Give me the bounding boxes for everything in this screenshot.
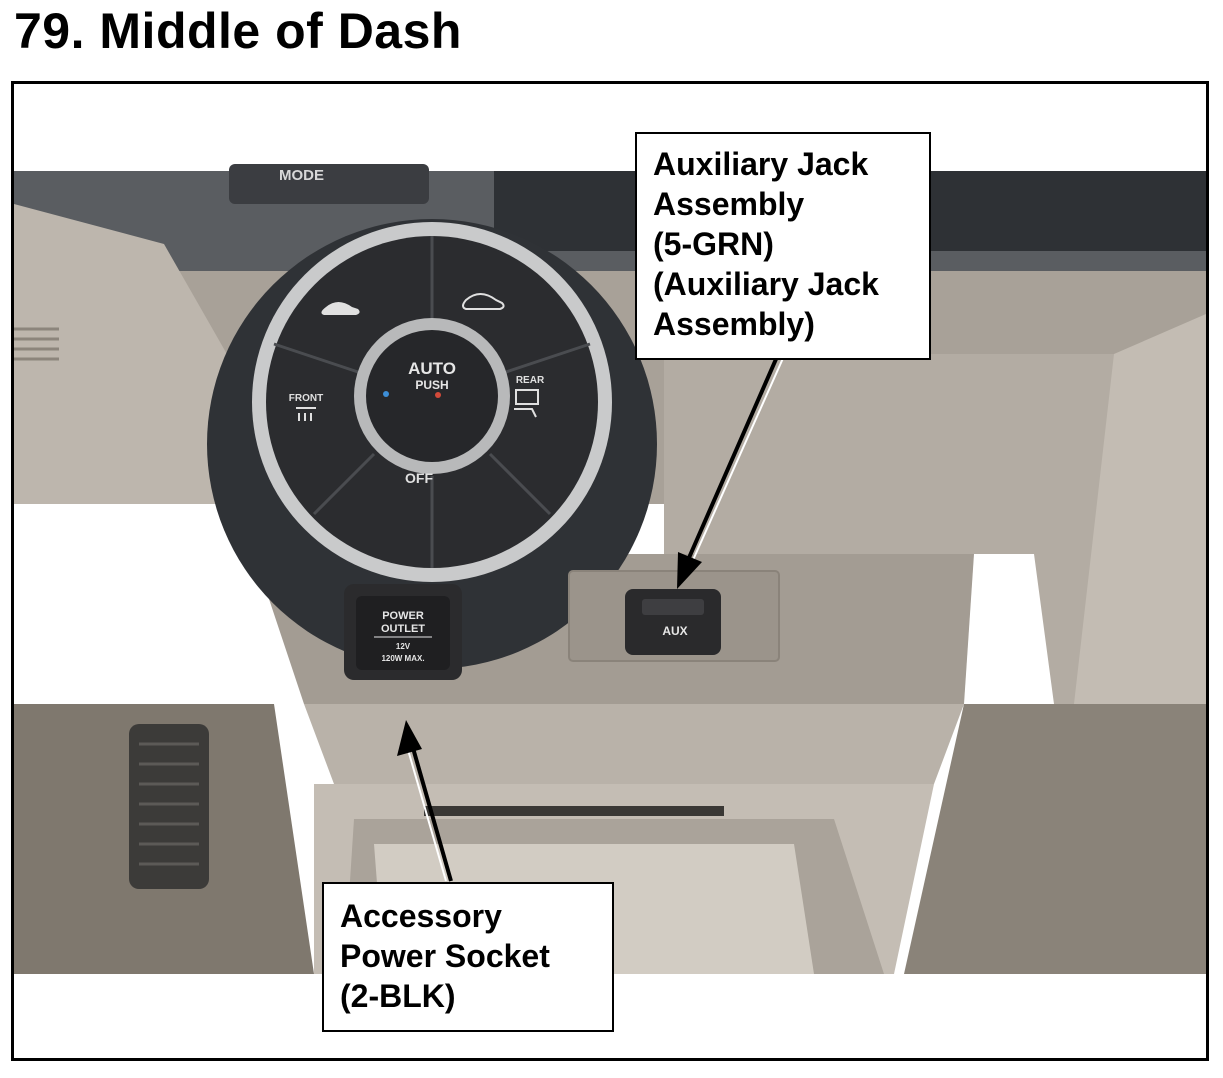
callout-line: Assembly [653,186,805,222]
svg-text:AUTO: AUTO [408,359,456,378]
callout-line: Auxiliary Jack [653,146,869,182]
svg-text:FRONT: FRONT [289,393,323,404]
power-arrowhead [397,720,422,756]
svg-text:OFF: OFF [405,470,433,486]
svg-text:12V: 12V [396,642,411,651]
svg-text:PUSH: PUSH [415,378,448,392]
callout-line: Power Socket [340,938,550,974]
power-arrow [403,733,453,882]
callout-line: Assembly) [653,306,815,342]
callout-line: (Auxiliary Jack [653,266,879,302]
svg-text:MODE: MODE [279,167,324,184]
svg-text:OUTLET: OUTLET [381,623,425,635]
svg-text:REAR: REAR [516,375,545,386]
aux-arrow [679,349,785,579]
callout-auxiliary-jack: Auxiliary Jack Assembly (5-GRN) (Auxilia… [635,132,931,360]
page-title: 79. Middle of Dash [14,3,462,59]
callout-power-socket: Accessory Power Socket (2-BLK) [322,882,614,1032]
aux-arrowhead [677,552,702,589]
svg-text:POWER: POWER [382,610,424,622]
svg-text:120W MAX.: 120W MAX. [381,654,424,663]
callout-line: (2-BLK) [340,978,456,1014]
figure-frame: MODE AUTO PUSH FRONT REAR OFF POWE [11,81,1209,1061]
callout-line: (5-GRN) [653,226,774,262]
callout-line: Accessory [340,898,502,934]
svg-text:AUX: AUX [662,624,687,638]
dashboard-photo: MODE AUTO PUSH FRONT REAR OFF POWE [14,84,1206,1058]
